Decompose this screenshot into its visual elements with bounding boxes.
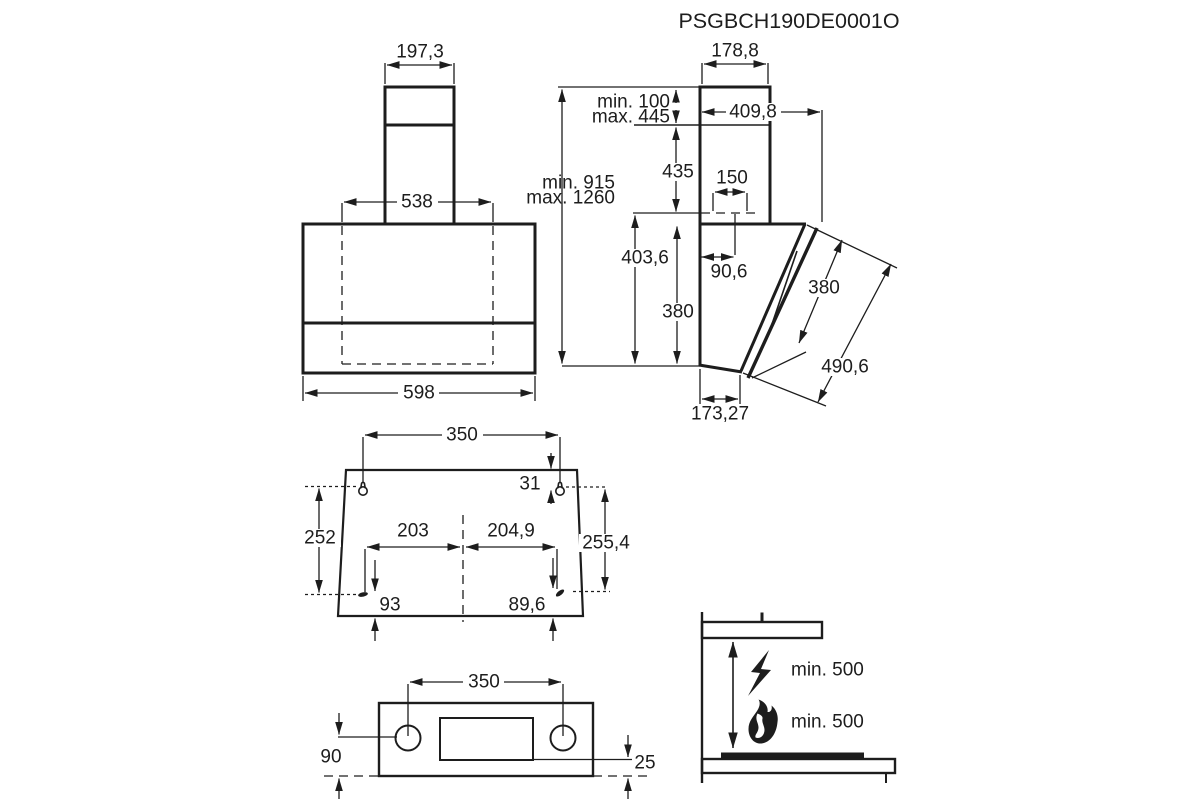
label-bg: [726, 103, 781, 121]
body-bottom-edge: [698, 363, 743, 374]
slot-right-icon: [555, 589, 565, 597]
bracket-outline: [377, 701, 595, 778]
dim-total-height-min: min. 915: [542, 173, 615, 194]
label-bg: [397, 193, 438, 211]
drawing-code: PSGBCH190DE0001O: [678, 9, 899, 33]
dim-recess-to-bottom: 25: [634, 753, 655, 774]
dim-left-bottom-offset: 93: [379, 595, 400, 616]
lightning-icon: [748, 650, 771, 696]
dim-left-hole-distance: 252: [304, 528, 336, 549]
keyhole-right-icon: [554, 481, 565, 496]
dim-body-width: 598: [403, 383, 435, 404]
dim-center-to-right: 204,9: [487, 521, 535, 542]
bracket-recess: [439, 717, 534, 761]
template-outline: [336, 468, 585, 618]
side-view: 178,8 min. 100 max. 445 min. 915 max. 12…: [526, 41, 898, 425]
label-bg: [579, 534, 634, 552]
clearance-electric-label: min. 500: [791, 660, 864, 681]
label-bg: [463, 673, 504, 691]
flame-icon: [748, 699, 778, 744]
dim-line: [817, 263, 892, 403]
counter-top: [700, 757, 897, 775]
dim-total-height-max: max. 1260: [526, 188, 615, 209]
dim-overall-depth: 409,8: [729, 102, 777, 123]
dim-mount-to-bottom: 403,6: [621, 248, 669, 269]
dim-upper-hole-spacing: 350: [446, 425, 478, 446]
body-front-slant: [739, 223, 807, 372]
dim-upper-height: 435: [662, 162, 694, 183]
dim-glass-length: 380: [808, 278, 840, 299]
dim-center-to-left: 203: [397, 521, 429, 542]
ext-line: [751, 351, 807, 379]
clearance-gas-label: min. 500: [791, 712, 864, 733]
keyhole-left-icon: [357, 481, 368, 496]
hob-surface: [721, 752, 864, 759]
label-bg: [398, 384, 439, 402]
dim-chimney-width: 197,3: [396, 42, 444, 63]
dim-bottom-depth: 173,27: [691, 404, 749, 425]
ext-line: [742, 372, 827, 407]
label-bg: [657, 303, 698, 321]
clearance-view: min. 500 min. 500: [700, 612, 897, 783]
hood-bottom-bar: [700, 620, 824, 640]
label-bg: [657, 163, 698, 181]
dim-edge-to-hole: 31: [519, 474, 540, 495]
label-bg: [442, 426, 483, 444]
dim-bracket-hole-spacing: 350: [468, 672, 500, 693]
dim-chimney-depth: 178,8: [711, 41, 759, 62]
drilling-template-view: 350 31 252 255,4 203 204,9: [300, 425, 634, 641]
bracket-view: 350 90 25: [320, 672, 656, 799]
dim-duct-offset: 90,6: [711, 262, 748, 283]
dim-bracket-width: 538: [401, 192, 433, 213]
dim-right-hole-distance: 255,4: [582, 533, 630, 554]
glass-panel-edge: [746, 227, 819, 379]
label-bg: [818, 358, 873, 376]
label-bg: [617, 249, 672, 267]
hood-body-front: [301, 222, 537, 375]
label-bg: [300, 529, 341, 547]
dim-glass-overall: 490,6: [821, 357, 869, 378]
slot-left-icon: [358, 592, 368, 597]
dim-chimney-ext-max: max. 445: [592, 107, 670, 128]
front-view: 197,3 538 598: [301, 42, 537, 404]
dim-chimney-ext-min: min. 100: [597, 92, 670, 113]
dim-duct-opening: 150: [716, 168, 748, 189]
glass-inner-line: [770, 250, 798, 328]
ext-line: [806, 224, 898, 269]
dim-body-height: 380: [662, 302, 694, 323]
dim-right-bottom-offset: 89,6: [509, 595, 546, 616]
dim-hole-to-bottom: 90: [320, 747, 341, 768]
